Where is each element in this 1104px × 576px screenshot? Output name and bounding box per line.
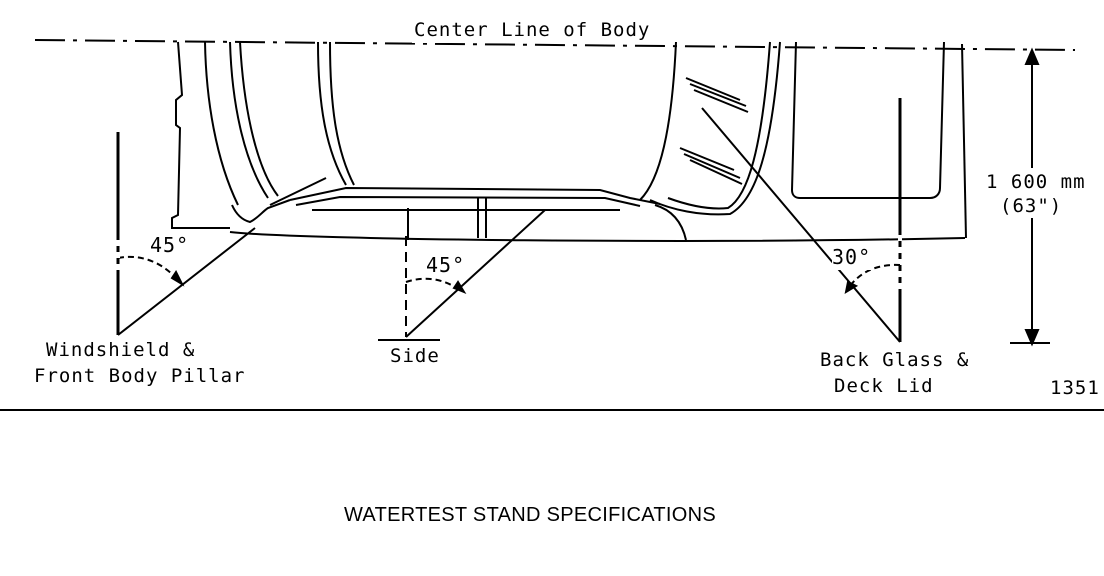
side-label: Side: [390, 345, 440, 367]
glass-hatching: [679, 77, 749, 185]
windshield-label-line2: Front Body Pillar: [34, 365, 246, 387]
body-outline: [171, 41, 967, 242]
dimension-mm-label: 1 600 mm: [986, 171, 1086, 193]
windshield-label-line1: Windshield &: [46, 339, 196, 361]
back-glass-label-line2: Deck Lid: [834, 375, 934, 397]
windshield-stand: [116, 132, 256, 336]
windshield-angle-label: 45°: [150, 233, 190, 257]
side-stand: [378, 209, 546, 341]
side-angle-label: 45°: [426, 253, 466, 277]
height-dimension: [1010, 47, 1050, 347]
back-glass-stand: [701, 98, 902, 343]
center-line: [34, 39, 1076, 51]
figure-number: 1351: [1050, 377, 1100, 399]
center-line-label: Center Line of Body: [412, 18, 653, 43]
back-glass-angle-label: 30°: [832, 244, 872, 270]
dimension-in-label: (63"): [1000, 195, 1063, 217]
back-glass-label-line1: Back Glass &: [820, 349, 970, 371]
diagram-caption: WATERTEST STAND SPECIFICATIONS: [344, 504, 716, 526]
